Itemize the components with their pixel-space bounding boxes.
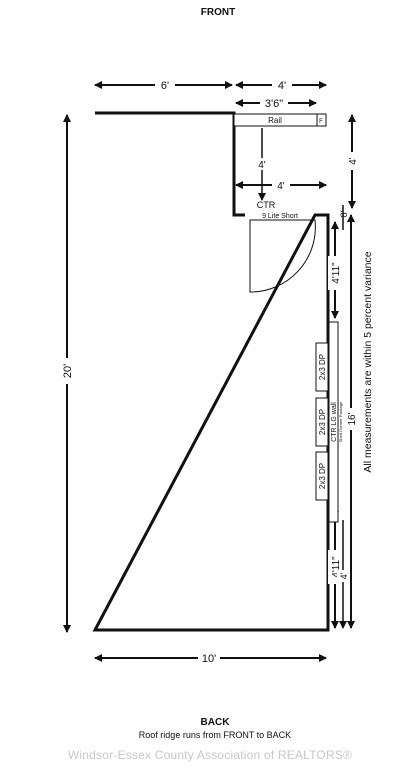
door-swing-arc xyxy=(249,219,316,293)
dim-top-left: 6' xyxy=(161,80,169,92)
dp-label-1: 2x3 DP xyxy=(318,354,327,380)
dim-inner-depth: 4' xyxy=(258,160,266,171)
dim-inner-width: 4' xyxy=(277,181,285,192)
dim-overall-depth: 20' xyxy=(62,364,74,378)
center-wall-note: Shed Dormer Package xyxy=(338,401,343,442)
dim-door-gap: 8' xyxy=(339,210,349,217)
dp-box-3 xyxy=(315,451,329,501)
dp-box-2 xyxy=(315,397,329,447)
dim-span-lower: 4'11" xyxy=(331,556,342,578)
dim-bottom: 10' xyxy=(202,653,216,665)
dim-rail: 3'6" xyxy=(265,98,283,110)
variance-note: All measurements are within 5 percent va… xyxy=(362,251,374,472)
watermark: Windsor-Essex County Association of REAL… xyxy=(67,748,353,762)
dim-span-upper: 4'11" xyxy=(331,262,342,284)
door-code: CTR xyxy=(257,200,276,210)
back-label: BACK xyxy=(201,717,231,728)
dim-lower-small: 4' xyxy=(339,572,349,579)
front-label: FRONT xyxy=(201,7,235,18)
center-wall-strip xyxy=(328,321,339,523)
dim-right-upper: 4' xyxy=(348,157,359,165)
dp-label-3: 2x3 DP xyxy=(318,463,327,489)
door-desc: 9 Lite Short xyxy=(262,213,298,220)
building-outline xyxy=(92,111,330,632)
dim-right-overall: 16' xyxy=(347,412,358,425)
rail-mark: F xyxy=(319,119,323,125)
dim-top-right: 4' xyxy=(278,80,286,92)
center-wall-label: CTR LG wall xyxy=(331,402,338,442)
ridge-note: Roof ridge runs from FRONT to BACK xyxy=(139,730,291,740)
rail-box xyxy=(233,113,327,127)
dp-box-1 xyxy=(315,342,329,392)
rail-label: Rail xyxy=(268,116,282,125)
dp-label-2: 2x3 DP xyxy=(318,409,327,435)
